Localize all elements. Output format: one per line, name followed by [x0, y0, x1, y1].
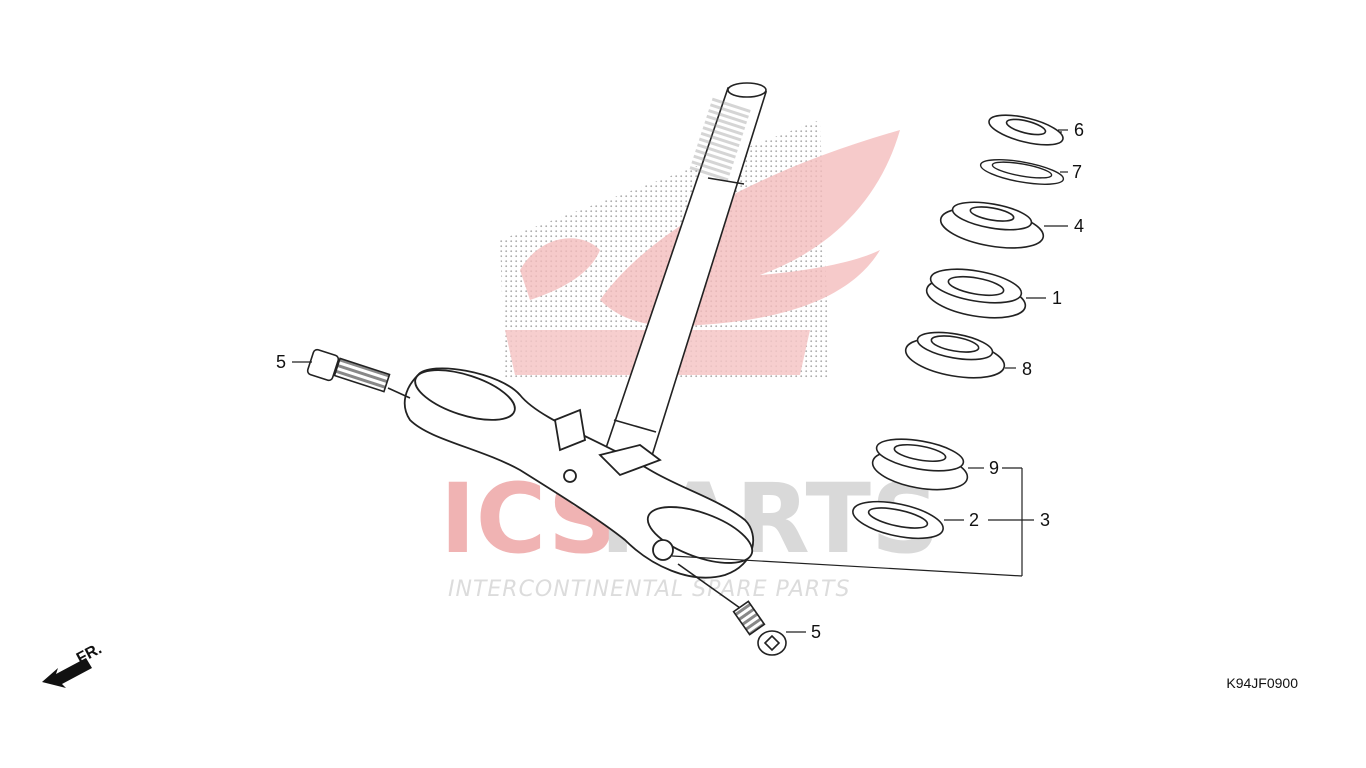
upper-bearing	[904, 331, 1006, 379]
bolt-top	[306, 348, 411, 399]
callout-5-top: 5	[276, 352, 286, 372]
dust-seal	[925, 268, 1027, 319]
callout-9: 9	[989, 458, 999, 478]
lower-dust-seal	[852, 500, 944, 540]
lock-nut	[988, 114, 1064, 146]
diagram-code: K94JF0900	[1226, 675, 1298, 691]
callout-1: 1	[1052, 288, 1062, 308]
leader-lines	[292, 129, 1068, 633]
adjusting-nut	[939, 201, 1045, 249]
callout-3: 3	[1040, 510, 1050, 530]
callout-2: 2	[969, 510, 979, 530]
under-bracket	[403, 367, 754, 579]
callout-6: 6	[1074, 120, 1084, 140]
bolt-bottom	[677, 563, 787, 656]
lower-bearing	[871, 438, 969, 491]
callout-4: 4	[1074, 216, 1084, 236]
callout-5-bottom: 5	[811, 622, 821, 642]
callout-8: 8	[1022, 359, 1032, 379]
watermark-tagline: INTERCONTINENTAL SPARE PARTS	[448, 577, 850, 602]
lock-washer	[979, 159, 1065, 185]
front-direction-arrow: FR.	[42, 640, 105, 688]
callout-7: 7	[1072, 162, 1082, 182]
